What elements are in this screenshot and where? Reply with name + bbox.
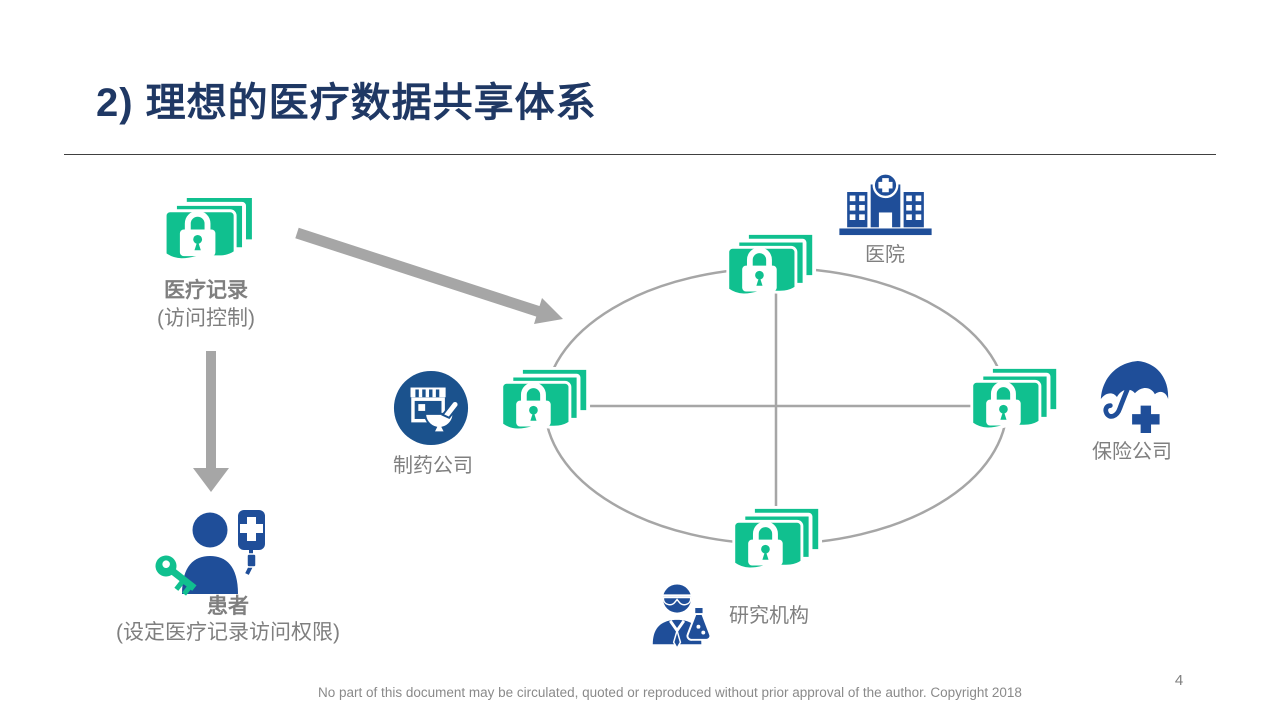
scientist-flask-icon <box>652 584 712 650</box>
hospital-label: 医院 <box>865 244 905 266</box>
iv-bag <box>238 510 265 575</box>
record-node-top-icon <box>722 232 818 303</box>
umbrella-cross-icon <box>1100 361 1169 434</box>
patient-with-key-icon <box>155 510 265 596</box>
insurance-label: 保险公司 <box>1092 441 1172 463</box>
arrow-record-to-network <box>295 227 563 324</box>
patient-label: 患者 <box>207 595 249 618</box>
hospital-building-icon <box>839 172 932 236</box>
medical-record-icon <box>159 195 258 268</box>
flask <box>686 606 712 641</box>
pharmacy-mortar-icon <box>393 370 469 446</box>
medical-record-label: 医疗记录 <box>164 279 248 302</box>
page-number: 4 <box>1174 672 1184 689</box>
arrow-record-to-patient <box>193 351 229 492</box>
confidentiality-footer: No part of this document may be circulat… <box>318 685 1022 700</box>
title-divider <box>64 154 1216 155</box>
pharma-label: 制药公司 <box>393 455 473 477</box>
record-node-left-icon <box>496 367 592 438</box>
slide-title: 2) 理想的医疗数据共享体系 <box>96 81 597 125</box>
medical-record-sublabel: (访问控制) <box>157 307 255 330</box>
record-node-right-icon <box>966 366 1062 437</box>
access-key <box>155 555 197 596</box>
record-node-bottom-icon <box>728 506 824 577</box>
research-label: 研究机构 <box>729 605 809 627</box>
patient-sublabel: (设定医疗记录访问权限) <box>116 621 340 644</box>
